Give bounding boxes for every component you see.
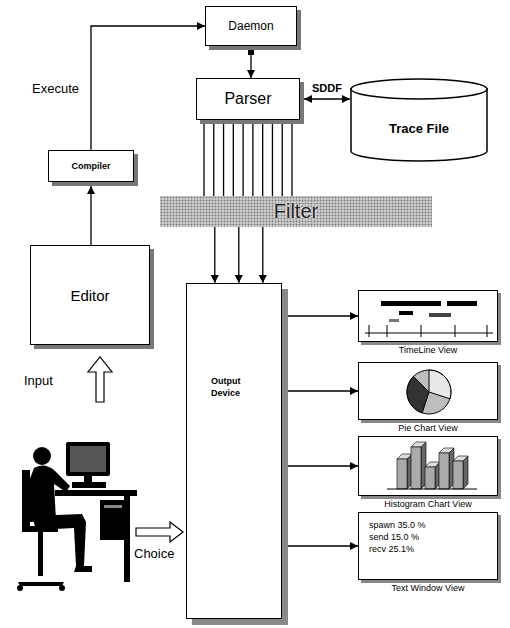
connector-line: [252, 120, 253, 196]
histogram-picture: [387, 442, 477, 489]
connector-line: [288, 315, 358, 316]
node-text: send 15.0 %: [369, 531, 487, 543]
connector-line: [223, 120, 224, 196]
picture: [359, 291, 499, 343]
connector: [91, 26, 205, 150]
connector-line: [91, 26, 205, 150]
node-text: recv 25.1%: [369, 543, 487, 555]
node-text: Parser: [224, 90, 271, 108]
node-text: Output Device: [211, 376, 257, 399]
node-text: Editor: [70, 287, 109, 304]
connector-line: [214, 227, 215, 283]
hollow-arrow: [88, 357, 112, 402]
connector-line: [288, 465, 358, 466]
edge-label: Execute: [30, 81, 81, 96]
picture: [350, 78, 488, 162]
filter-band: Filter: [160, 196, 432, 227]
storage-cylinder: Trace File: [350, 78, 488, 162]
connector-line: [288, 545, 358, 546]
connector: [304, 99, 350, 100]
view-panel: Histogram Chart View: [358, 436, 498, 496]
node-text: Compiler: [71, 161, 110, 171]
connector-line: [262, 227, 263, 283]
view-caption: Pie Chart View: [349, 423, 507, 433]
connector-line: [262, 120, 263, 196]
node-text: Daemon: [228, 19, 273, 33]
connector-line: [203, 120, 204, 196]
connector-line: [304, 98, 350, 99]
connector: [288, 466, 358, 467]
connector: [288, 546, 358, 547]
flow-label: Choice: [132, 546, 176, 561]
pie-picture: [407, 370, 451, 414]
picture: [359, 363, 499, 421]
view-panel: spawn 35.0 %send 15.0 %recv 25.1%Text Wi…: [358, 512, 498, 580]
view-panel: TimeLine View: [358, 290, 498, 342]
process-box: Compiler: [48, 150, 134, 182]
node-text: Trace File: [389, 121, 449, 136]
connector-line: [213, 120, 214, 196]
flow-label: Input: [22, 373, 55, 388]
view-caption: TimeLine View: [349, 345, 507, 355]
user-figure: [17, 442, 137, 591]
process-box: Daemon: [205, 6, 297, 46]
view-caption: Text Window View: [349, 583, 507, 593]
connector: [251, 52, 252, 78]
device-box: Output Device: [186, 283, 282, 619]
connector-line: [291, 120, 292, 196]
connector-line: [238, 227, 239, 283]
cylinder-top: [351, 79, 487, 99]
connector-line: [233, 120, 234, 196]
connector-line: [272, 120, 273, 196]
timeline-picture: [365, 301, 493, 337]
picture: [359, 437, 499, 497]
view-panel: Pie Chart View: [358, 362, 498, 420]
process-box: Parser: [196, 78, 300, 120]
node-text: Filter: [274, 200, 318, 223]
edge-label: SDDF: [310, 82, 344, 94]
connector: [204, 120, 292, 196]
connector: [215, 227, 263, 283]
view-caption: Histogram Chart View: [349, 499, 507, 509]
connector-line: [250, 52, 251, 78]
connector-line: [90, 186, 91, 245]
node-text: spawn 35.0 %: [369, 519, 487, 531]
hollow-arrow: [136, 522, 183, 542]
connector-line: [288, 390, 358, 391]
connector: [288, 391, 358, 392]
connector: [91, 186, 92, 245]
connector-line: [282, 120, 283, 196]
connector-line: [242, 120, 243, 196]
process-box: Editor: [30, 245, 150, 345]
connector: [288, 316, 358, 317]
